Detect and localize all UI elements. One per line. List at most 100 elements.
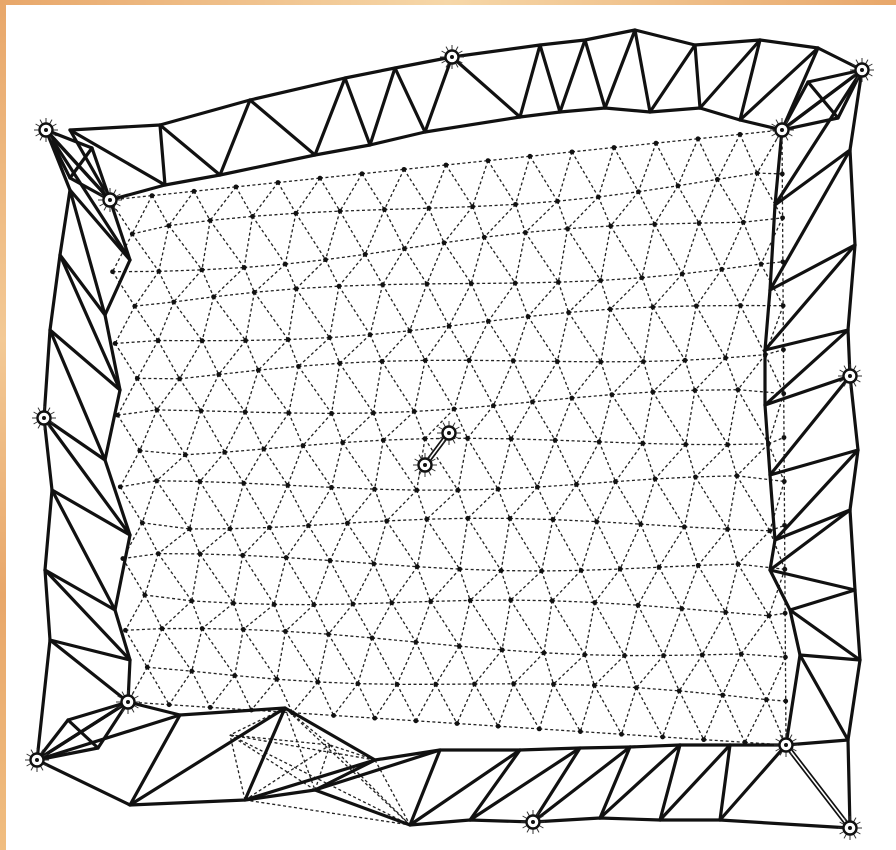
dotted-line (210, 187, 236, 221)
dotted-line (278, 183, 296, 214)
dotted-line (120, 451, 139, 487)
survey-point (640, 275, 645, 280)
dotted-line (331, 487, 347, 523)
survey-point (150, 193, 155, 198)
survey-point (306, 523, 311, 528)
dotted-line (449, 326, 469, 360)
dotted-line (147, 667, 191, 671)
dotted-line (296, 260, 325, 289)
dotted-line (331, 443, 342, 488)
dotted-line (243, 555, 274, 604)
dotted-line (595, 602, 625, 655)
dotted-line (417, 490, 427, 519)
survey-point (118, 484, 123, 489)
dotted-line (404, 169, 429, 208)
dotted-line (544, 653, 585, 655)
dotted-line (702, 612, 725, 655)
station-ray (840, 370, 844, 373)
survey-point (622, 653, 627, 658)
dotted-line (372, 638, 416, 642)
survey-point (700, 652, 705, 657)
survey-point (338, 209, 343, 214)
station-ray (134, 696, 138, 699)
dotted-line (202, 297, 213, 341)
survey-point (526, 314, 531, 319)
survey-point (368, 332, 373, 337)
dotted-line (194, 187, 236, 191)
survey-point (286, 411, 291, 416)
station-ray (866, 76, 869, 80)
dotted-line (726, 306, 741, 358)
dotted-line (375, 684, 397, 718)
survey-point (551, 517, 556, 522)
dotted-line (622, 734, 663, 737)
station-center (860, 68, 864, 72)
dotted-line (599, 395, 612, 442)
survey-point (250, 214, 255, 219)
dotted-line (157, 455, 186, 481)
survey-point (783, 611, 788, 616)
survey-point (608, 224, 613, 229)
dotted-line (513, 361, 557, 362)
survey-point (679, 606, 684, 611)
survey-point (208, 705, 213, 710)
station-ray (527, 812, 530, 816)
survey-point (551, 682, 556, 687)
survey-point (132, 304, 137, 309)
dotted-line (230, 735, 410, 825)
dotted-line (383, 284, 427, 285)
dotted-line (382, 360, 425, 361)
station-ray (453, 439, 456, 443)
survey-point (433, 682, 438, 687)
survey-point (542, 650, 547, 655)
survey-point (683, 358, 688, 363)
dotted-line (682, 609, 726, 613)
dotted-line (404, 249, 426, 284)
dotted-line (638, 605, 664, 655)
survey-point (618, 567, 623, 572)
survey-point (130, 232, 135, 237)
survey-point (156, 338, 161, 343)
survey-point (782, 567, 787, 572)
survey-point (345, 521, 350, 526)
dotted-line (717, 173, 757, 179)
dotted-line (501, 518, 510, 570)
survey-point (539, 569, 544, 574)
dotted-line (202, 341, 219, 375)
dotted-line (615, 479, 655, 482)
survey-point (486, 158, 491, 163)
dotted-line (192, 554, 200, 601)
dotted-line (118, 415, 140, 450)
dotted-line (157, 481, 200, 482)
dotted-line (737, 476, 770, 531)
survey-point (371, 411, 376, 416)
chain-outer-edge (848, 70, 862, 828)
dotted-line (643, 392, 653, 443)
dotted-line (330, 561, 353, 604)
dotted-line (595, 602, 638, 605)
dotted-line (511, 600, 553, 601)
dotted-line (264, 446, 303, 449)
survey-point (513, 281, 518, 286)
dotted-line (698, 529, 727, 565)
station-ray (868, 64, 872, 67)
survey-point (166, 223, 171, 228)
dotted-line (180, 379, 201, 411)
survey-point (407, 328, 412, 333)
station-center (44, 128, 48, 132)
survey-point (720, 693, 725, 698)
survey-point (598, 359, 603, 364)
station-ray (776, 739, 780, 742)
survey-point (192, 189, 197, 194)
station-ray (442, 51, 446, 54)
dotted-line (308, 526, 330, 561)
dotted-line (370, 335, 382, 362)
dotted-line (473, 204, 516, 206)
survey-point (697, 221, 702, 226)
dotted-line (449, 284, 471, 327)
survey-point (683, 442, 688, 447)
dotted-line (225, 412, 245, 452)
station-ray (854, 818, 857, 822)
survey-point (496, 724, 501, 729)
dotted-line (159, 271, 174, 302)
